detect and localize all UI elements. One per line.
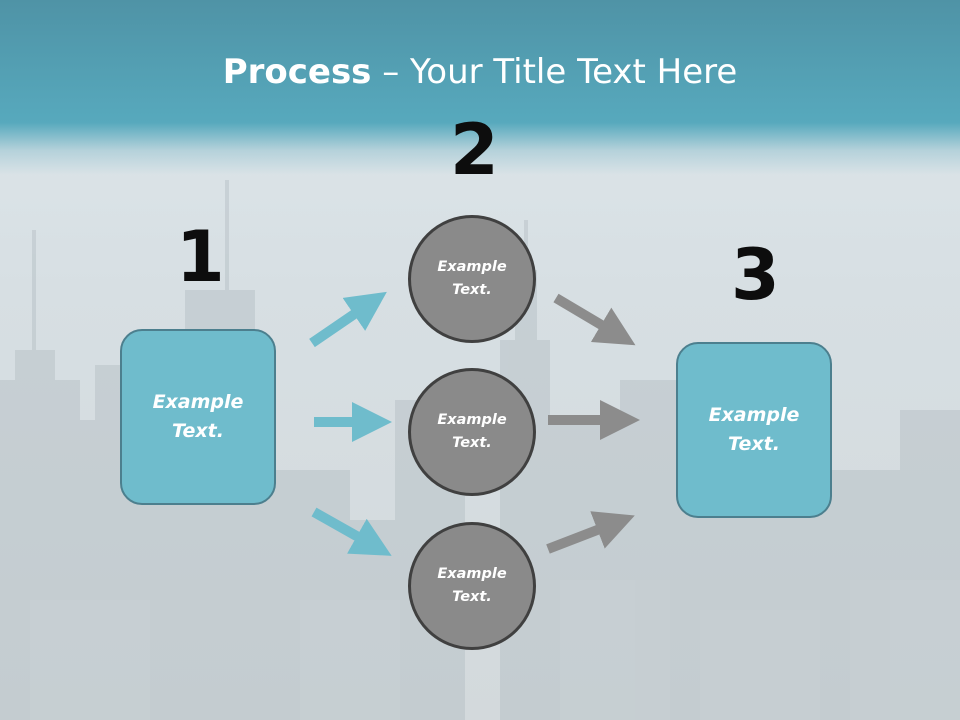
- arrow-gray-down-icon: [553, 293, 636, 346]
- circle-bottom-label: Example Text.: [437, 566, 507, 605]
- step-2-circle-middle: Example Text.: [408, 368, 536, 496]
- step-2-number: 2: [450, 109, 499, 191]
- step-3-box: Example Text.: [676, 342, 832, 518]
- step-3-label: Example Text.: [708, 404, 800, 455]
- step-2-circle-top: Example Text.: [408, 215, 536, 343]
- header-band: [0, 0, 960, 175]
- circle-top-label: Example Text.: [437, 259, 507, 298]
- step-3-number: 3: [731, 234, 780, 316]
- arrow-gray-up-icon: [546, 511, 635, 554]
- step-1-box: Example Text.: [120, 329, 276, 505]
- step-1-number: 1: [176, 216, 225, 298]
- title-rest: – Your Title Text Here: [371, 52, 738, 92]
- arrow-right-up-icon: [309, 291, 387, 348]
- step-2-circle-bottom: Example Text.: [408, 522, 536, 650]
- slide-title: Process – Your Title Text Here: [0, 52, 960, 92]
- arrow-right-down-icon: [311, 507, 392, 556]
- title-bold: Process: [222, 52, 372, 92]
- step-1-label: Example Text.: [152, 391, 244, 442]
- circle-middle-label: Example Text.: [437, 412, 507, 451]
